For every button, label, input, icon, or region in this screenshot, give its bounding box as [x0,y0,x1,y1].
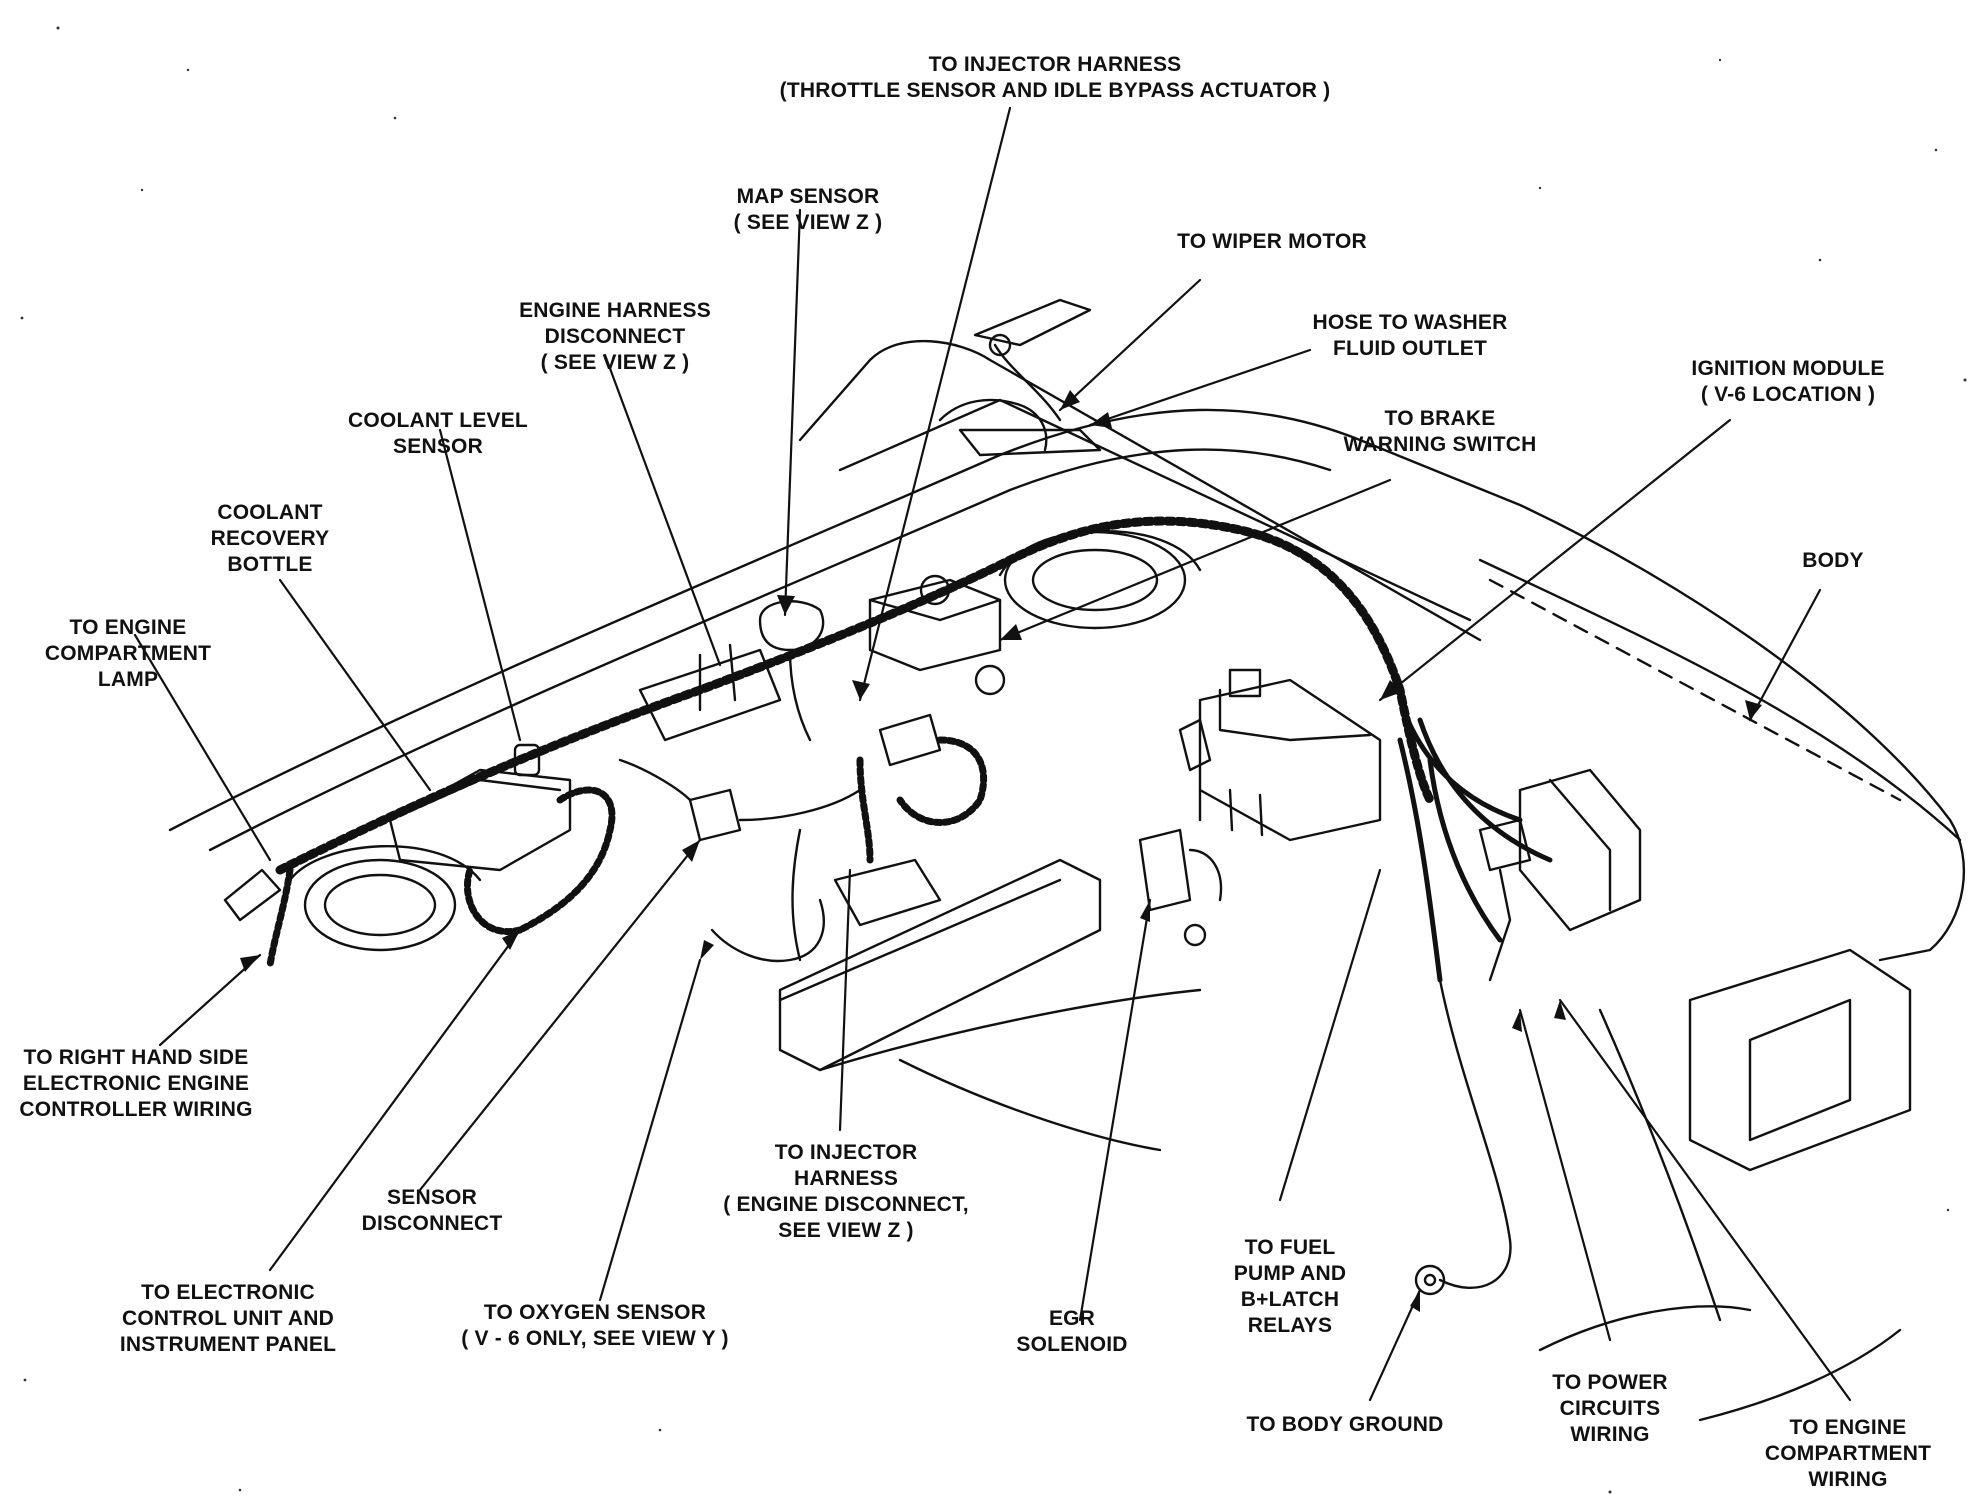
label-ignition-module: IGNITION MODULE ( V-6 LOCATION ) [1691,357,1885,406]
label-coolant-recovery-bottle: COOLANT RECOVERY BOTTLE [210,501,330,576]
relay-cluster [1518,768,1642,932]
fender-inner-line [208,448,1332,852]
headlight-housing [1688,948,1912,1172]
injector-connector [878,713,942,767]
label-to-oxygen-sensor: TO OXYGEN SENSOR ( V - 6 ONLY, SEE VIEW … [461,1301,729,1350]
label-to-body-ground: TO BODY GROUND [1246,1413,1444,1436]
label-to-engine-compartment-lamp: TO ENGINE COMPARTMENT LAMP [44,616,212,691]
sensor-disconnect-connector [688,788,742,842]
frame-rail [778,858,1102,1072]
coolant-bottle [388,768,572,872]
label-to-engine-compartment-wiring: TO ENGINE COMPARTMENT WIRING [1764,1416,1932,1491]
cowl-panel [798,339,1482,642]
map-sensor-body [758,600,825,652]
label-engine-harness-disconnect: ENGINE HARNESS DISCONNECT ( SEE VIEW Z ) [519,299,711,374]
label-to-right-hand-side: TO RIGHT HAND SIDE ELECTRONIC ENGINE CON… [19,1046,253,1121]
label-to-injector-harness-bottom: TO INJECTOR HARNESS ( ENGINE DISCONNECT,… [723,1141,969,1242]
wiper-linkage [973,298,1092,347]
label-to-wiper-motor: TO WIPER MOTOR [1177,230,1367,253]
body-right-edge [1478,558,1962,842]
body-ground-lead [1438,978,1512,1290]
leader-lines [133,106,1852,1402]
label-to-brake-warning: TO BRAKE WARNING SWITCH [1343,407,1537,456]
ignition-module-body [1198,678,1382,842]
label-to-injector-harness-top: TO INJECTOR HARNESS (THROTTLE SENSOR AND… [779,53,1331,102]
label-body: BODY [1802,549,1864,572]
egr-solenoid-body [1138,828,1192,912]
label-map-sensor: MAP SENSOR ( SEE VIEW Z ) [733,185,883,234]
scan-speckle [20,26,1967,1494]
label-egr-solenoid: EGR SOLENOID [1016,1307,1128,1356]
label-coolant-level-sensor: COOLANT LEVEL SENSOR [348,409,528,458]
label-to-power-circuits: TO POWER CIRCUITS WIRING [1552,1371,1668,1446]
battery-tray [833,858,942,927]
arrowheads [240,390,1762,1312]
master-cylinder [868,578,1002,672]
fender-outline [168,408,1966,962]
label-to-electronic-control-unit: TO ELECTRONIC CONTROL UNIT AND INSTRUMEN… [119,1281,337,1356]
label-sensor-disconnect: SENSOR DISCONNECT [361,1186,503,1235]
left-strut-tower [303,858,457,952]
label-to-fuel-pump: TO FUEL PUMP AND B+LATCH RELAYS [1233,1236,1347,1337]
label-hose-to-washer: HOSE TO WASHER FLUID OUTLET [1312,311,1508,360]
